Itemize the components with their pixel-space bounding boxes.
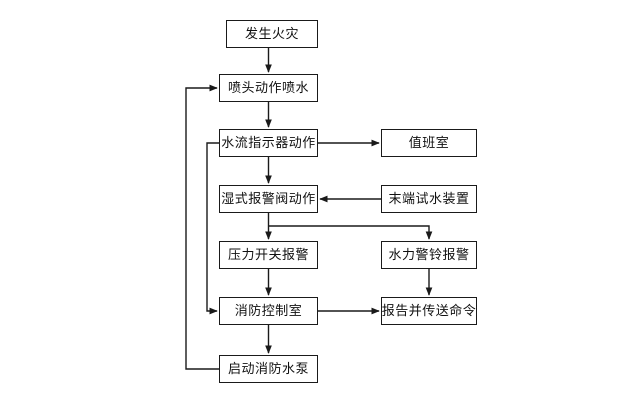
node-label: 湿式报警阀动作 [221, 191, 316, 207]
edge-wetalarmvalve-to-waterbell [268, 225, 433, 240]
node-label: 末端试水装置 [388, 191, 470, 207]
node-water-motor-gong-alarm[interactable]: 水力警铃报警 [381, 241, 477, 269]
node-label: 压力开关报警 [227, 247, 309, 263]
node-fire-control-room[interactable]: 消防控制室 [219, 297, 318, 325]
node-label: 水流指示器动作 [221, 135, 316, 151]
node-end-test-water-device[interactable]: 末端试水装置 [381, 185, 477, 213]
node-label: 启动消防水泵 [227, 361, 309, 377]
node-water-flow-indicator-action[interactable]: 水流指示器动作 [219, 129, 318, 157]
node-start-fire-pump[interactable]: 启动消防水泵 [219, 355, 318, 383]
node-sprinkler-activates-spray[interactable]: 喷头动作喷水 [219, 74, 318, 102]
node-label: 发生火灾 [244, 26, 299, 42]
node-label: 水力警铃报警 [388, 247, 470, 263]
node-label: 报告并传送命令 [381, 303, 477, 319]
edge-startpump-feedback-to-sprinkler [185, 84, 219, 370]
node-fire-occurs[interactable]: 发生火灾 [226, 20, 318, 48]
node-label: 值班室 [408, 135, 450, 151]
node-duty-room[interactable]: 值班室 [381, 129, 477, 157]
node-label: 消防控制室 [234, 303, 303, 319]
node-label: 喷头动作喷水 [227, 80, 309, 96]
node-pressure-switch-alarm[interactable]: 压力开关报警 [219, 241, 318, 269]
node-wet-alarm-valve-action[interactable]: 湿式报警阀动作 [219, 185, 318, 213]
node-report-and-transmit-command[interactable]: 报告并传送命令 [381, 297, 477, 325]
edge-flowindicator-feedback-to-controlroom [206, 142, 219, 315]
